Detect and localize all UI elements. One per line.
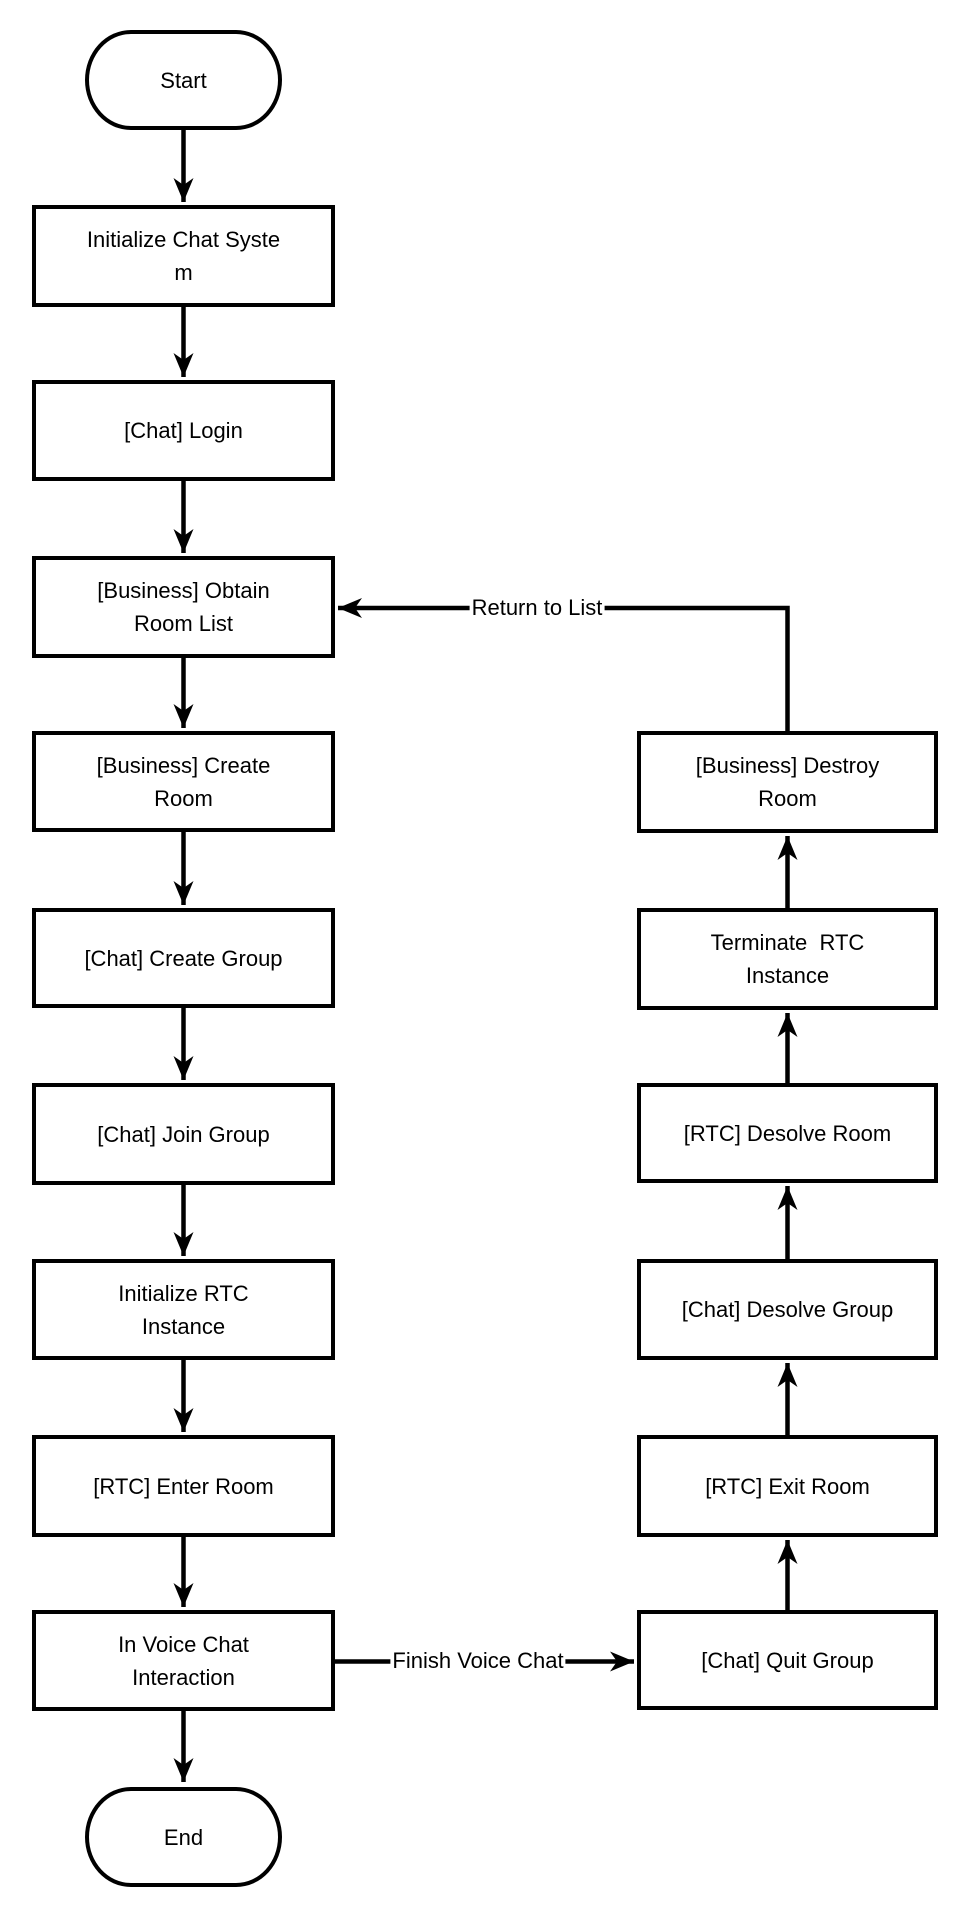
edge-label-finish-voice-chat: Finish Voice Chat xyxy=(390,1647,566,1675)
node-enter-room: [RTC] Enter Room xyxy=(32,1435,335,1537)
node-exit-room: [RTC] Exit Room xyxy=(637,1435,938,1537)
node-initialize-chat-system: Initialize Chat Syste m xyxy=(32,205,335,307)
node-quit-group: [Chat] Quit Group xyxy=(637,1610,938,1710)
node-in-voice-chat-interaction: In Voice Chat Interaction xyxy=(32,1610,335,1711)
node-start: Start xyxy=(85,30,282,130)
node-desolve-room: [RTC] Desolve Room xyxy=(637,1083,938,1183)
node-join-group: [Chat] Join Group xyxy=(32,1083,335,1185)
node-terminate-rtc-instance: Terminate RTC Instance xyxy=(637,908,938,1010)
node-create-group: [Chat] Create Group xyxy=(32,908,335,1008)
edge-label-return-to-list: Return to List xyxy=(469,594,605,622)
arrow-return-to-list xyxy=(338,598,790,731)
node-destroy-room: [Business] Destroy Room xyxy=(637,731,938,833)
node-chat-login: [Chat] Login xyxy=(32,380,335,481)
node-desolve-group: [Chat] Desolve Group xyxy=(637,1259,938,1360)
node-create-room: [Business] Create Room xyxy=(32,731,335,832)
node-end: End xyxy=(85,1787,282,1887)
node-initialize-rtc-instance: Initialize RTC Instance xyxy=(32,1259,335,1360)
node-obtain-room-list: [Business] Obtain Room List xyxy=(32,556,335,658)
